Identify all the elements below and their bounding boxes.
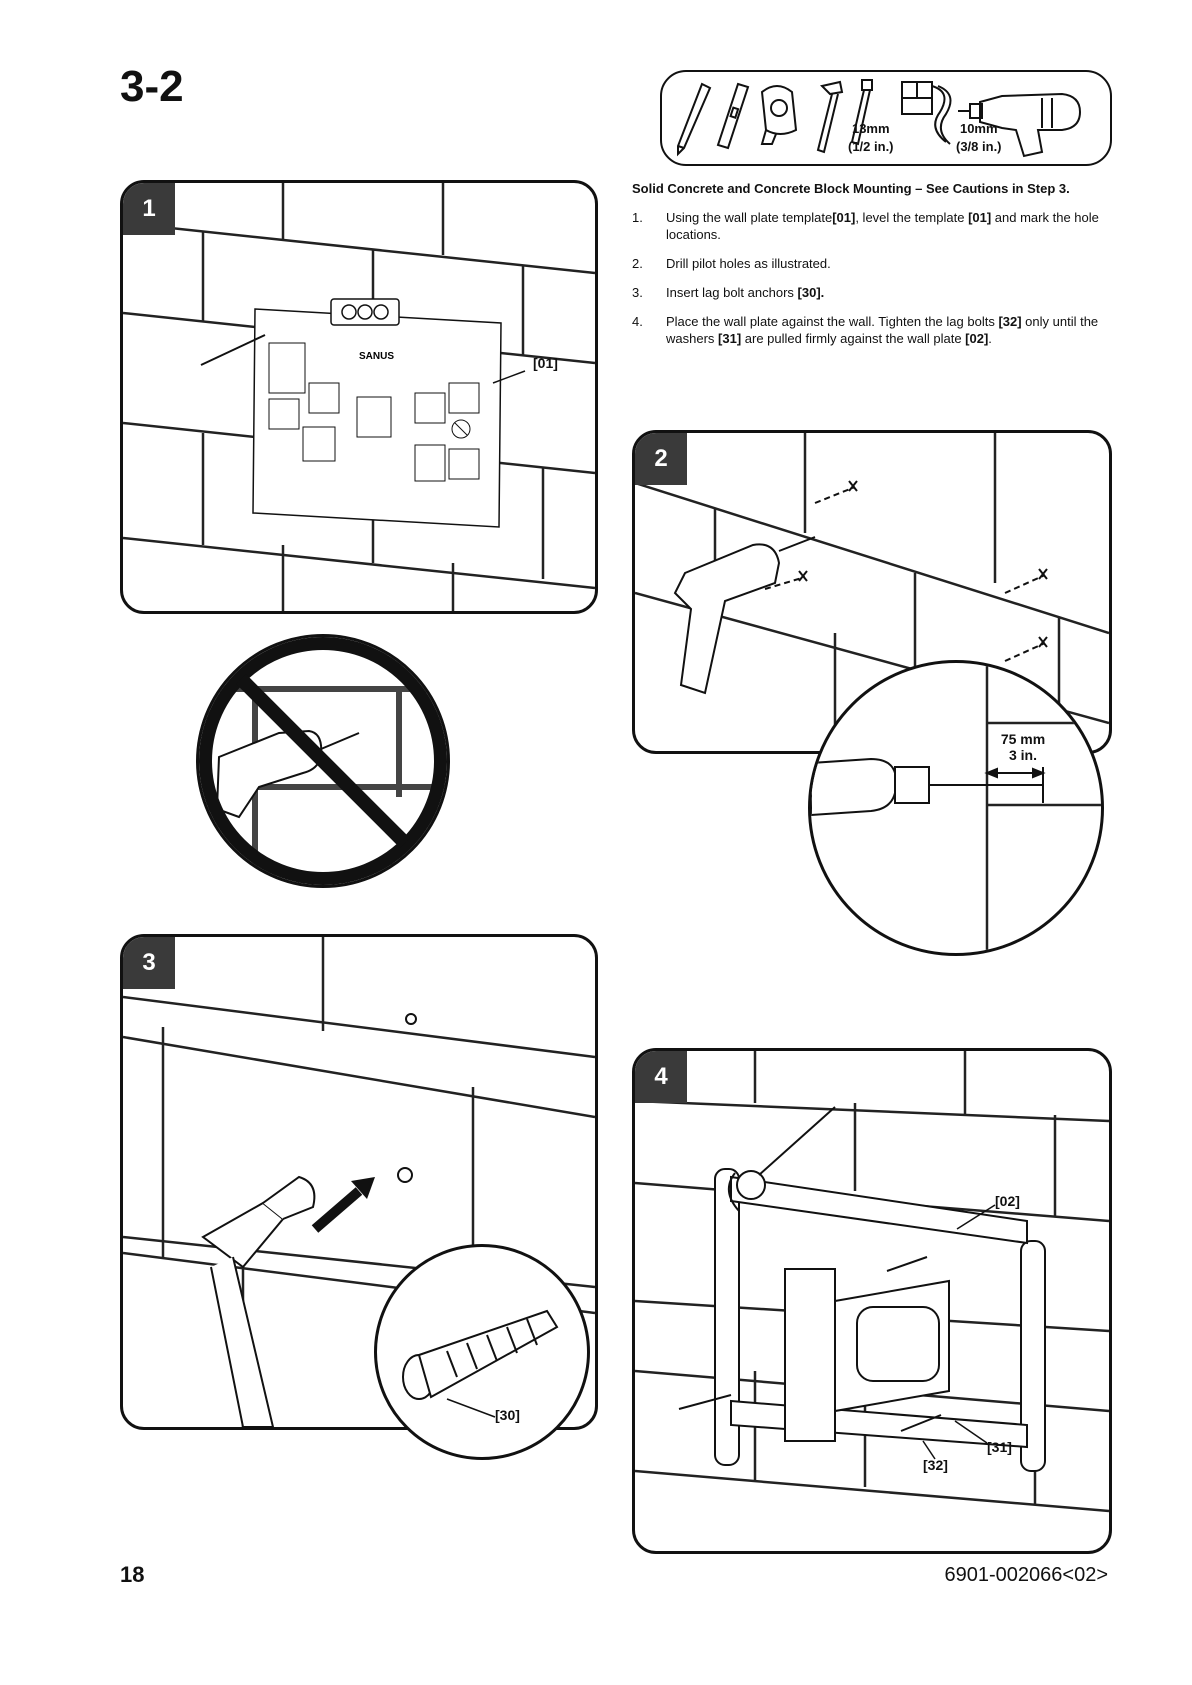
step-text-part: only until the washers <box>666 314 1099 346</box>
step-1-panel: 1 <box>120 180 598 614</box>
step-badge: 1 <box>123 183 175 235</box>
hammer-icon <box>201 1175 316 1427</box>
step-number: 1. <box>632 210 643 225</box>
page-title: 3-2 <box>120 62 184 111</box>
power-drill-icon <box>673 536 816 695</box>
part-reference: [31] <box>718 331 742 346</box>
step-badge: 4 <box>635 1051 687 1103</box>
instructions: Solid Concrete and Concrete Block Mounti… <box>632 180 1118 359</box>
wall-plate-template <box>252 308 502 528</box>
arrow-icon <box>311 1187 363 1233</box>
arrow-head-icon <box>351 1177 375 1199</box>
tools-strip: 13mm (1/2 in.) 10mm (3/8 in.) <box>660 70 1112 166</box>
lag-bolt-anchor-icon <box>402 1309 559 1400</box>
socket-wrench-icon <box>850 79 873 146</box>
drilled-hole <box>405 1013 417 1025</box>
prohibited-circle-icon <box>199 637 447 885</box>
step-text-part: . <box>988 331 992 346</box>
lag-bolt-anchor-illustration <box>402 1309 559 1418</box>
depth-dimension <box>984 767 1046 803</box>
step-text: Insert lag bolt anchors [30]. <box>666 284 824 301</box>
instruction-step: 1. Using the wall plate template[01], le… <box>632 209 1118 243</box>
wall-plate-callout: [02] <box>995 1193 1020 1209</box>
drill-bit-13mm-imperial: (1/2 in.) <box>848 139 894 154</box>
instructions-heading: Solid Concrete and Concrete Block Mounti… <box>632 181 1070 196</box>
step-number: 2. <box>632 256 643 271</box>
step-4-panel: 4 <box>632 1048 1112 1554</box>
tools-illustration <box>677 79 1082 158</box>
template-brand-text: SANUS <box>359 351 394 362</box>
masonry-drill-bit-icon <box>901 81 952 145</box>
washer-callout: [31] <box>987 1439 1012 1455</box>
bubble-level <box>330 298 400 326</box>
hammer-icon <box>816 80 844 154</box>
socket-wrench-icon <box>728 1106 836 1212</box>
step-badge: 2 <box>635 433 687 485</box>
step-text-part: Insert lag bolt anchors <box>666 285 798 300</box>
drill-bit-10mm-size: 10mm <box>959 121 998 136</box>
page-number: 18 <box>120 1562 145 1587</box>
step-number: 3. <box>632 285 643 300</box>
drill-bit-13mm-label: 13mm (1/2 in.) <box>848 120 894 156</box>
attach-wall-plate-illustration <box>635 1051 1109 1513</box>
step-text-part: Using the wall plate template <box>666 210 833 225</box>
anchor-icon <box>397 1167 413 1183</box>
step-text: Using the wall plate template[01], level… <box>666 209 1118 243</box>
step-number: 4. <box>632 314 643 329</box>
insert-anchor-illustration <box>123 937 595 1427</box>
power-drill-icon <box>958 92 1082 158</box>
step-text-part: are pulled firmly against the wall plate <box>741 331 966 346</box>
hole-markers <box>764 480 1048 662</box>
step-badge: 3 <box>123 937 175 989</box>
document-code: 6901-002066<02> <box>944 1564 1109 1586</box>
prohibited-tile-drilling-illustration <box>199 637 447 885</box>
drill-depth-label: 75 mm 3 in. <box>993 731 1053 763</box>
drill-depth-mm: 75 mm <box>1000 731 1046 747</box>
drill-depth-detail: 75 mm 3 in. <box>808 660 1104 956</box>
part-reference: [01] <box>832 210 856 225</box>
instruction-step: 4. Place the wall plate against the wall… <box>632 313 1118 347</box>
step-text-part: and mark the hole locations. <box>666 210 1099 242</box>
drill-bit-10mm-label: 10mm (3/8 in.) <box>956 120 1002 156</box>
drill-depth-illustration <box>811 663 1101 953</box>
pencil-icon <box>677 82 712 157</box>
step-text: Place the wall plate against the wall. T… <box>666 313 1118 347</box>
prohibited-slash-icon <box>236 674 410 848</box>
drill-bit-10mm-imperial: (3/8 in.) <box>956 139 1002 154</box>
instruction-step: 2. Drill pilot holes as illustrated. <box>632 255 1118 272</box>
step-text-part: Place the wall plate against the wall. T… <box>666 314 999 329</box>
lag-bolt-icons <box>678 1256 942 1432</box>
no-drilling-tile-warning <box>196 634 450 888</box>
lag-bolt-callout: [32] <box>923 1457 948 1473</box>
template-on-wall-illustration: SANUS <box>123 183 595 611</box>
drill-depth-in: 3 in. <box>1008 747 1037 763</box>
part-reference: [02] <box>965 331 989 346</box>
tape-measure-icon <box>760 85 798 145</box>
level-icon <box>716 82 750 150</box>
power-drill-icon <box>811 757 1043 817</box>
mounting-arm <box>784 1268 950 1442</box>
part-reference: [01] <box>968 210 992 225</box>
part-reference: [30]. <box>797 285 825 300</box>
step-text: Drill pilot holes as illustrated. <box>666 256 831 271</box>
pencil-icon <box>200 334 266 366</box>
instruction-step: 3. Insert lag bolt anchors [30]. <box>632 284 1118 301</box>
step-text-part: , level the template <box>855 210 969 225</box>
anchor-callout: [30] <box>495 1407 520 1423</box>
part-reference: [32] <box>998 314 1022 329</box>
template-callout: [01] <box>533 355 558 371</box>
anchor-detail: [30] <box>374 1244 590 1460</box>
drill-bit-13mm-size: 13mm <box>851 121 890 136</box>
